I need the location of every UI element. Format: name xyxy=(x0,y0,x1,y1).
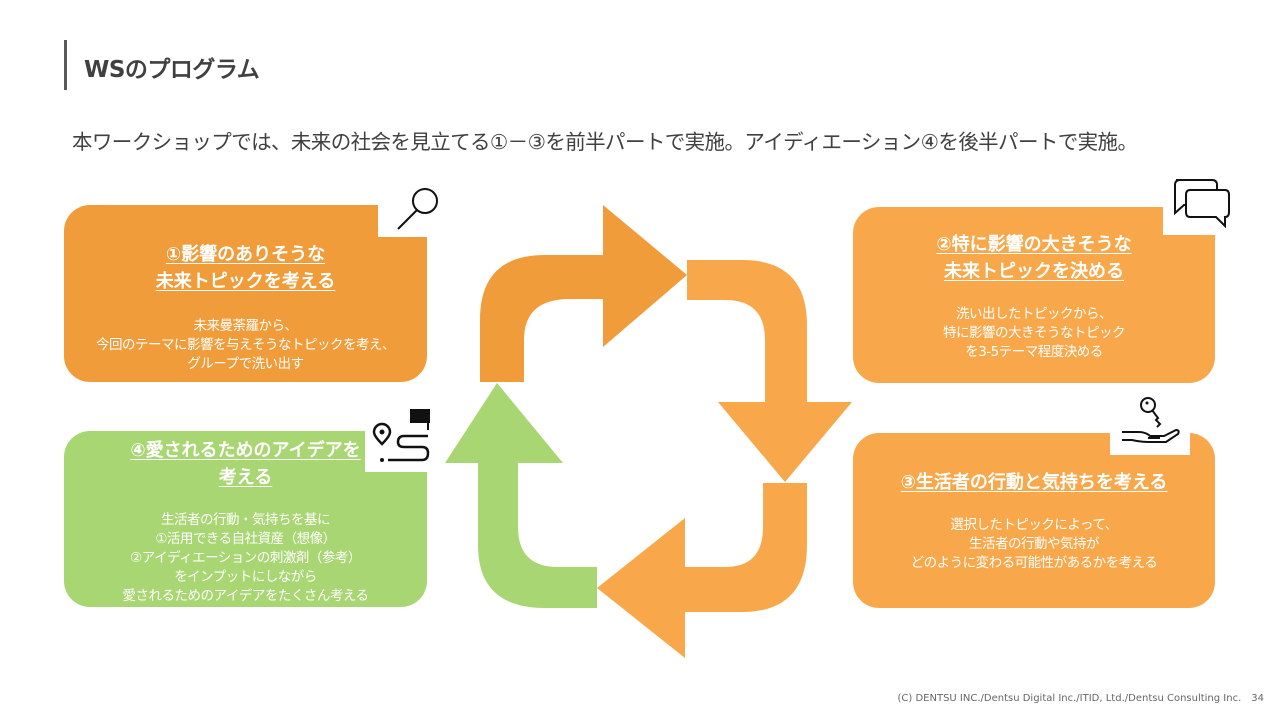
title-accent-bar xyxy=(64,40,67,90)
step-card-4: ④愛されるためのアイデアを 考える 生活者の行動・気持ちを基に ①活用できる自社… xyxy=(64,431,433,607)
magnifier-icon xyxy=(397,188,438,230)
step-description: 洗い出したトピックから、 特に影響の大きそうなトピック を3-5テーマ程度決める xyxy=(943,306,1126,360)
key-in-hand-icon xyxy=(1122,397,1180,443)
step-card-1: ①影響のありそうな 未来トピックを考える 未来曼荼羅から、 今回のテーマに影響を… xyxy=(64,205,427,382)
cycle-arrow-1 xyxy=(480,205,687,382)
chat-bubbles-icon xyxy=(1174,179,1230,229)
step-card-3: ③生活者の行動と気持ちを考える 選択したトピックによって、 生活者の行動や気持が… xyxy=(853,433,1215,608)
page-number: 34 xyxy=(1251,693,1264,704)
route-flag-icon xyxy=(372,409,430,462)
step-description: 未来曼荼羅から、 今回のテーマに影響を与えそうなトピックを考え、 グループで洗い… xyxy=(96,318,396,372)
page-title: WSのプログラム xyxy=(84,57,260,83)
cycle-arrow-2 xyxy=(687,260,852,482)
copyright: (C) DENTSU INC./Dentsu Digital Inc./ITID… xyxy=(897,693,1242,704)
step-title: ④愛されるためのアイデアを 考える xyxy=(130,440,361,488)
step-title: ②特に影響の大きそうな 未来トピックを決める xyxy=(936,234,1132,282)
step-description: 選択したトピックによって、 生活者の行動や気持が どのように変わる可能性があるか… xyxy=(910,517,1158,571)
cycle-arrow-4 xyxy=(445,383,597,608)
page-subtitle: 本ワークショップでは、未来の社会を見立てる①－③を前半パートで実施。アイディエー… xyxy=(72,130,1138,154)
step-title: ③生活者の行動と気持ちを考える xyxy=(900,472,1168,493)
footer: (C) DENTSU INC./Dentsu Digital Inc./ITID… xyxy=(898,693,1264,704)
step-title: ①影響のありそうな 未来トピックを考える xyxy=(155,244,336,292)
step-description: 生活者の行動・気持ちを基に ①活用できる自社資産（想像） ②アイディエーションの… xyxy=(122,512,369,604)
step-card-2: ②特に影響の大きそうな 未来トピックを決める 洗い出したトピックから、 特に影響… xyxy=(853,207,1215,383)
cycle-arrow-3 xyxy=(597,483,807,658)
